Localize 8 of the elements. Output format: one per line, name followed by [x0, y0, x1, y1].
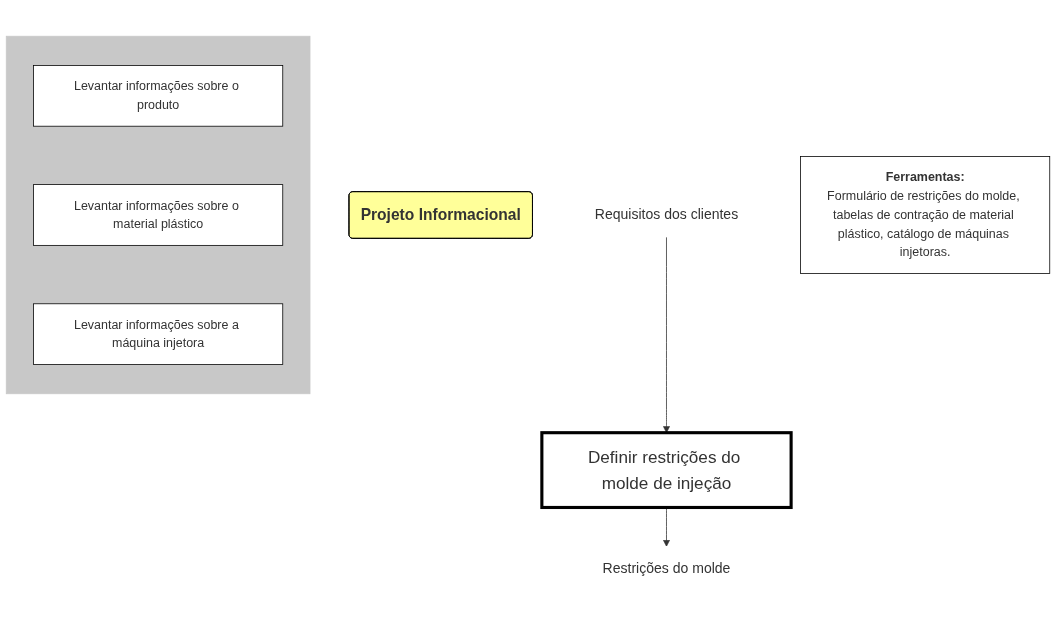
cluster	[5, 36, 311, 395]
node-box: Levantar informações sobre o produto	[33, 65, 284, 128]
node-box: Definir restrições do molde de injeção	[540, 431, 793, 510]
node-text: Requisitos dos clientes	[594, 207, 739, 223]
node-box: Levantar informações sobre a máquina injetora	[33, 303, 284, 366]
node-box: Levantar informações sobre o material plástico	[33, 184, 284, 247]
node-box: Ferramentas: Formulário de restrições do molde, tabelas de contração de material plástico, catálogo de máquinas injetoras.	[800, 156, 1051, 275]
node-text: Restrições do molde	[602, 560, 731, 577]
